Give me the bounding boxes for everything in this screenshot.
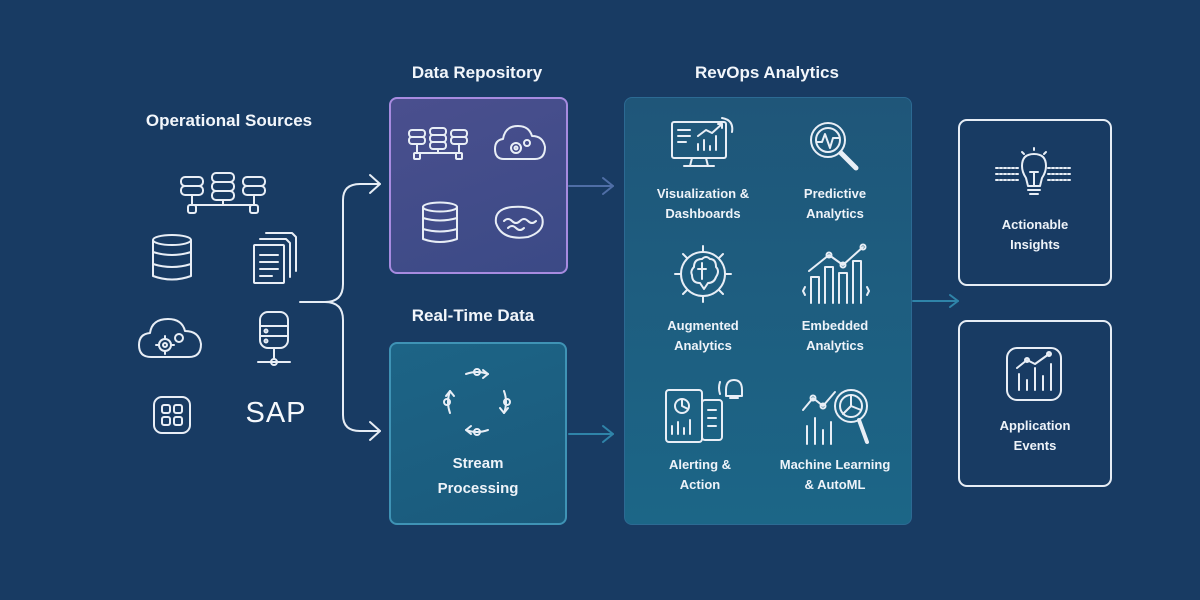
cycle-icon — [443, 368, 511, 436]
actionable-insights-card — [958, 119, 1112, 286]
application-events-label: Application Events — [999, 418, 1071, 453]
cloud-gear-icon — [138, 318, 202, 358]
dashboard-monitor-icon — [671, 117, 734, 167]
machine-learning-automl-label: Machine Learning & AutoML — [779, 457, 891, 492]
real-time-data-heading: Real-Time Data — [411, 306, 535, 325]
ml-chart-icon — [802, 389, 869, 445]
sap-label: SAP — [245, 397, 307, 429]
bar-chart-icon — [802, 243, 870, 304]
actionable-insights-label: Actionable Insights — [1001, 217, 1069, 252]
database-icon — [422, 201, 458, 243]
predictive-analytics-label: Predictive Analytics — [803, 186, 867, 221]
database-network-icon — [408, 127, 468, 160]
stream-processing-label: Stream Processing — [437, 455, 519, 497]
revops-analytics-heading: RevOps Analytics — [695, 63, 839, 82]
documents-icon — [253, 232, 297, 284]
brain-gear-icon — [674, 245, 732, 303]
server-icon — [257, 311, 291, 366]
magnifier-chart-icon — [810, 122, 859, 171]
database-icon — [152, 234, 192, 281]
alerting-action-label: Alerting & Action — [668, 457, 732, 492]
data-repository-heading: Data Repository — [411, 63, 543, 82]
data-lake-icon — [494, 205, 544, 239]
cloud-gear-icon — [494, 125, 546, 160]
app-grid-icon — [153, 396, 191, 434]
alert-tablet-icon — [665, 379, 743, 443]
app-chart-icon — [1006, 347, 1062, 401]
data-repository-card — [389, 97, 568, 274]
revops-analytics-panel — [624, 97, 912, 525]
visualization-dashboards-label: Visualization & Dashboards — [656, 186, 750, 221]
database-network-icon — [180, 172, 266, 214]
augmented-analytics-label: Augmented Analytics — [667, 318, 739, 353]
embedded-analytics-label: Embedded Analytics — [801, 318, 869, 353]
lightbulb-icon — [995, 147, 1073, 195]
operational-sources-heading: Operational Sources — [145, 111, 313, 130]
